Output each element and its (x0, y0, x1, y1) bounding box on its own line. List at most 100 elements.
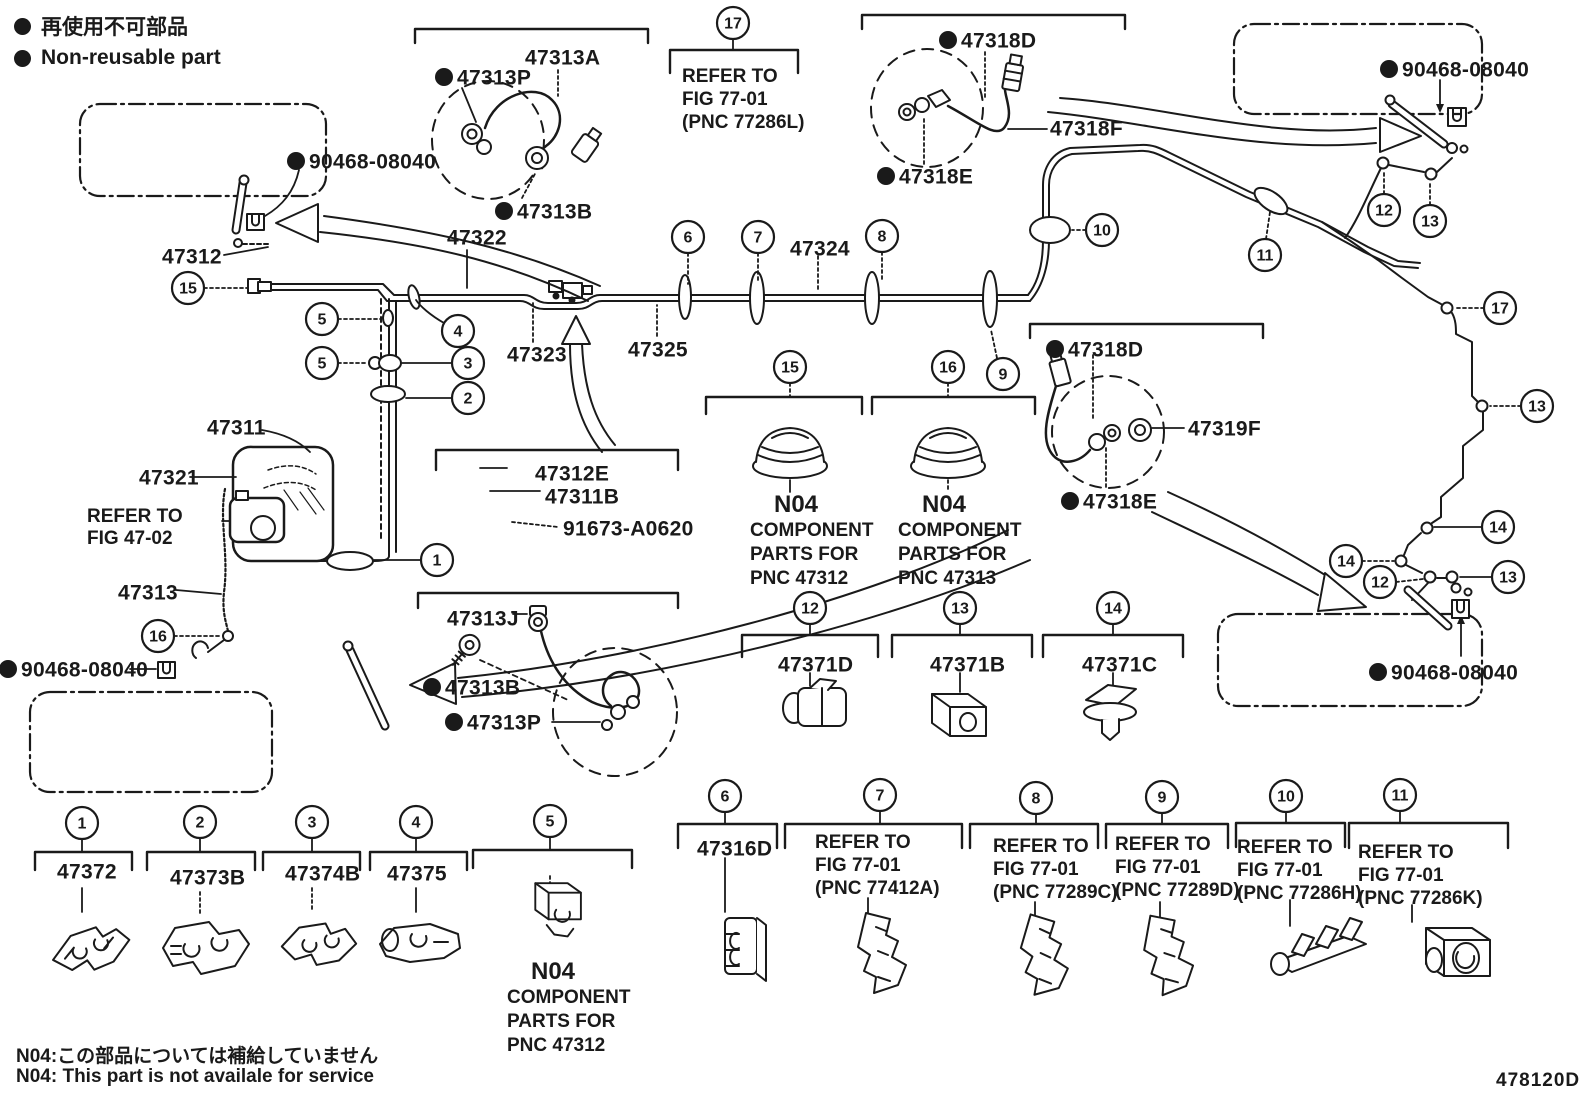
clip-47372-icon (52, 926, 131, 971)
non-reusable-dot-icon (939, 31, 957, 49)
brake-tube-left-drop (305, 298, 397, 562)
legend-line-jp: 再使用不可部品 (14, 11, 221, 41)
part-number-text: 90468-08040 (1391, 662, 1518, 685)
brake-tube-rear-chain (1321, 156, 1489, 601)
callout-number: 8 (878, 229, 887, 246)
callout-circle-icon (864, 218, 900, 254)
callout-13: 13 (1519, 388, 1555, 424)
callout-circle-icon (419, 542, 455, 578)
callout-number: 16 (149, 629, 167, 646)
part-label-47313P-bottom: 47313P (445, 712, 541, 735)
note-line: FIG 77-01 (993, 859, 1079, 880)
callout-circle-icon (440, 313, 476, 349)
clip-47316D-icon (724, 917, 767, 982)
legend-en-text: Non-reusable part (41, 46, 221, 69)
callout-number: 11 (1257, 248, 1274, 265)
callout-number: 7 (754, 230, 763, 247)
callout-number: 13 (951, 601, 969, 618)
clip-47373B-icon (162, 921, 250, 975)
callout-circle-icon (707, 778, 743, 814)
callout-circle-icon (1382, 777, 1418, 813)
part-number-text: 47318E (899, 166, 973, 189)
part-label-90468-bottom-left: 90468-08040 (0, 659, 148, 682)
callout-2: 2 (450, 380, 486, 416)
callout-circle-icon (772, 349, 808, 385)
note-line: N04 (531, 958, 576, 985)
legend-line-en: Non-reusable part (14, 46, 221, 70)
callout-circle-icon (182, 804, 218, 840)
u-nut-icon (1451, 599, 1470, 619)
part-number-text: 47321 (139, 467, 199, 490)
callout-number: 5 (318, 312, 327, 329)
callout-circle-icon (670, 219, 706, 255)
part-label-47313A: 47313A (525, 47, 600, 70)
part-number-text: 47311 (207, 417, 266, 440)
part-label-47313B-bottom: 47313B (423, 677, 520, 700)
part-label-47322: 47322 (447, 227, 507, 250)
note-line: (PNC 77286H) (1237, 883, 1362, 904)
part-number-text: 47322 (447, 227, 507, 250)
part-label-47318E-right: 47318E (1061, 491, 1157, 514)
part-label-47318F: 47318F (1050, 118, 1123, 141)
callout-number: 2 (464, 391, 473, 408)
callout-number: 14 (1337, 554, 1355, 571)
part-label-47372: 47372 (57, 861, 117, 884)
part-number-text: 47313P (457, 67, 531, 90)
callout-number: 6 (684, 230, 693, 247)
part-label-47313P-top: 47313P (435, 67, 531, 90)
callout-number: 9 (1158, 790, 1167, 807)
part-number-text: 47312E (535, 463, 609, 486)
note-line: REFER TO (993, 836, 1089, 857)
callout-4: 4 (398, 804, 434, 840)
non-reusable-dot-icon (1046, 340, 1064, 358)
part-number-text: 47323 (507, 344, 567, 367)
callout-number: 13 (1421, 214, 1439, 231)
callout-12: 12 (1362, 564, 1398, 600)
note-line: FIG 77-01 (1115, 857, 1201, 878)
callout-11: 11 (1382, 777, 1418, 813)
callout-number: 8 (1032, 791, 1041, 808)
callout-6: 6 (707, 778, 743, 814)
callout-number: 12 (1375, 203, 1393, 220)
callout-15: 15 (170, 270, 206, 306)
callout-3: 3 (450, 345, 486, 381)
part-label-47323: 47323 (507, 344, 567, 367)
location-box-rear-left (28, 690, 274, 794)
callout-circle-icon (1328, 543, 1364, 579)
callout-number: 1 (433, 553, 442, 570)
part-label-47371C: 47371C (1082, 654, 1157, 677)
non-reusable-dot-icon (877, 167, 895, 185)
callout-14: 14 (1095, 590, 1131, 626)
callout-13: 13 (942, 590, 978, 626)
hose-47319F (1044, 349, 1152, 463)
callout-9: 9 (985, 356, 1021, 392)
location-box-rear-right (1216, 612, 1484, 708)
callout-number: 17 (724, 16, 742, 33)
part-label-47375: 47375 (387, 863, 447, 886)
u-nut-icon (246, 213, 265, 231)
non-reusable-dot-icon (14, 49, 31, 67)
up-arrowhead-icon (1457, 615, 1465, 624)
part-number-text: 47375 (387, 863, 447, 886)
part-number-text: 47316D (697, 838, 772, 861)
part-47371C-icon (1083, 684, 1137, 741)
note-line: COMPONENT (507, 987, 631, 1008)
part-label-91673-A0620: 91673-A0620 (563, 518, 693, 541)
non-reusable-dot-icon (14, 17, 31, 35)
part-number-text: 47313A (525, 47, 600, 70)
callout-number: 5 (546, 814, 555, 831)
part-label-47313J: 47313J (447, 608, 519, 631)
callout-number: 13 (1499, 570, 1517, 587)
location-box-front-left (78, 102, 328, 198)
callout-9: 9 (1144, 779, 1180, 815)
part-label-47313B-top: 47313B (495, 201, 592, 224)
callout-number: 7 (876, 788, 885, 805)
callout-number: 17 (1491, 301, 1509, 318)
hardware-front-left (231, 174, 272, 294)
arrow-rear-right-icon (1317, 572, 1367, 612)
callout-10: 10 (1084, 212, 1120, 248)
grommet-icon (910, 427, 986, 479)
